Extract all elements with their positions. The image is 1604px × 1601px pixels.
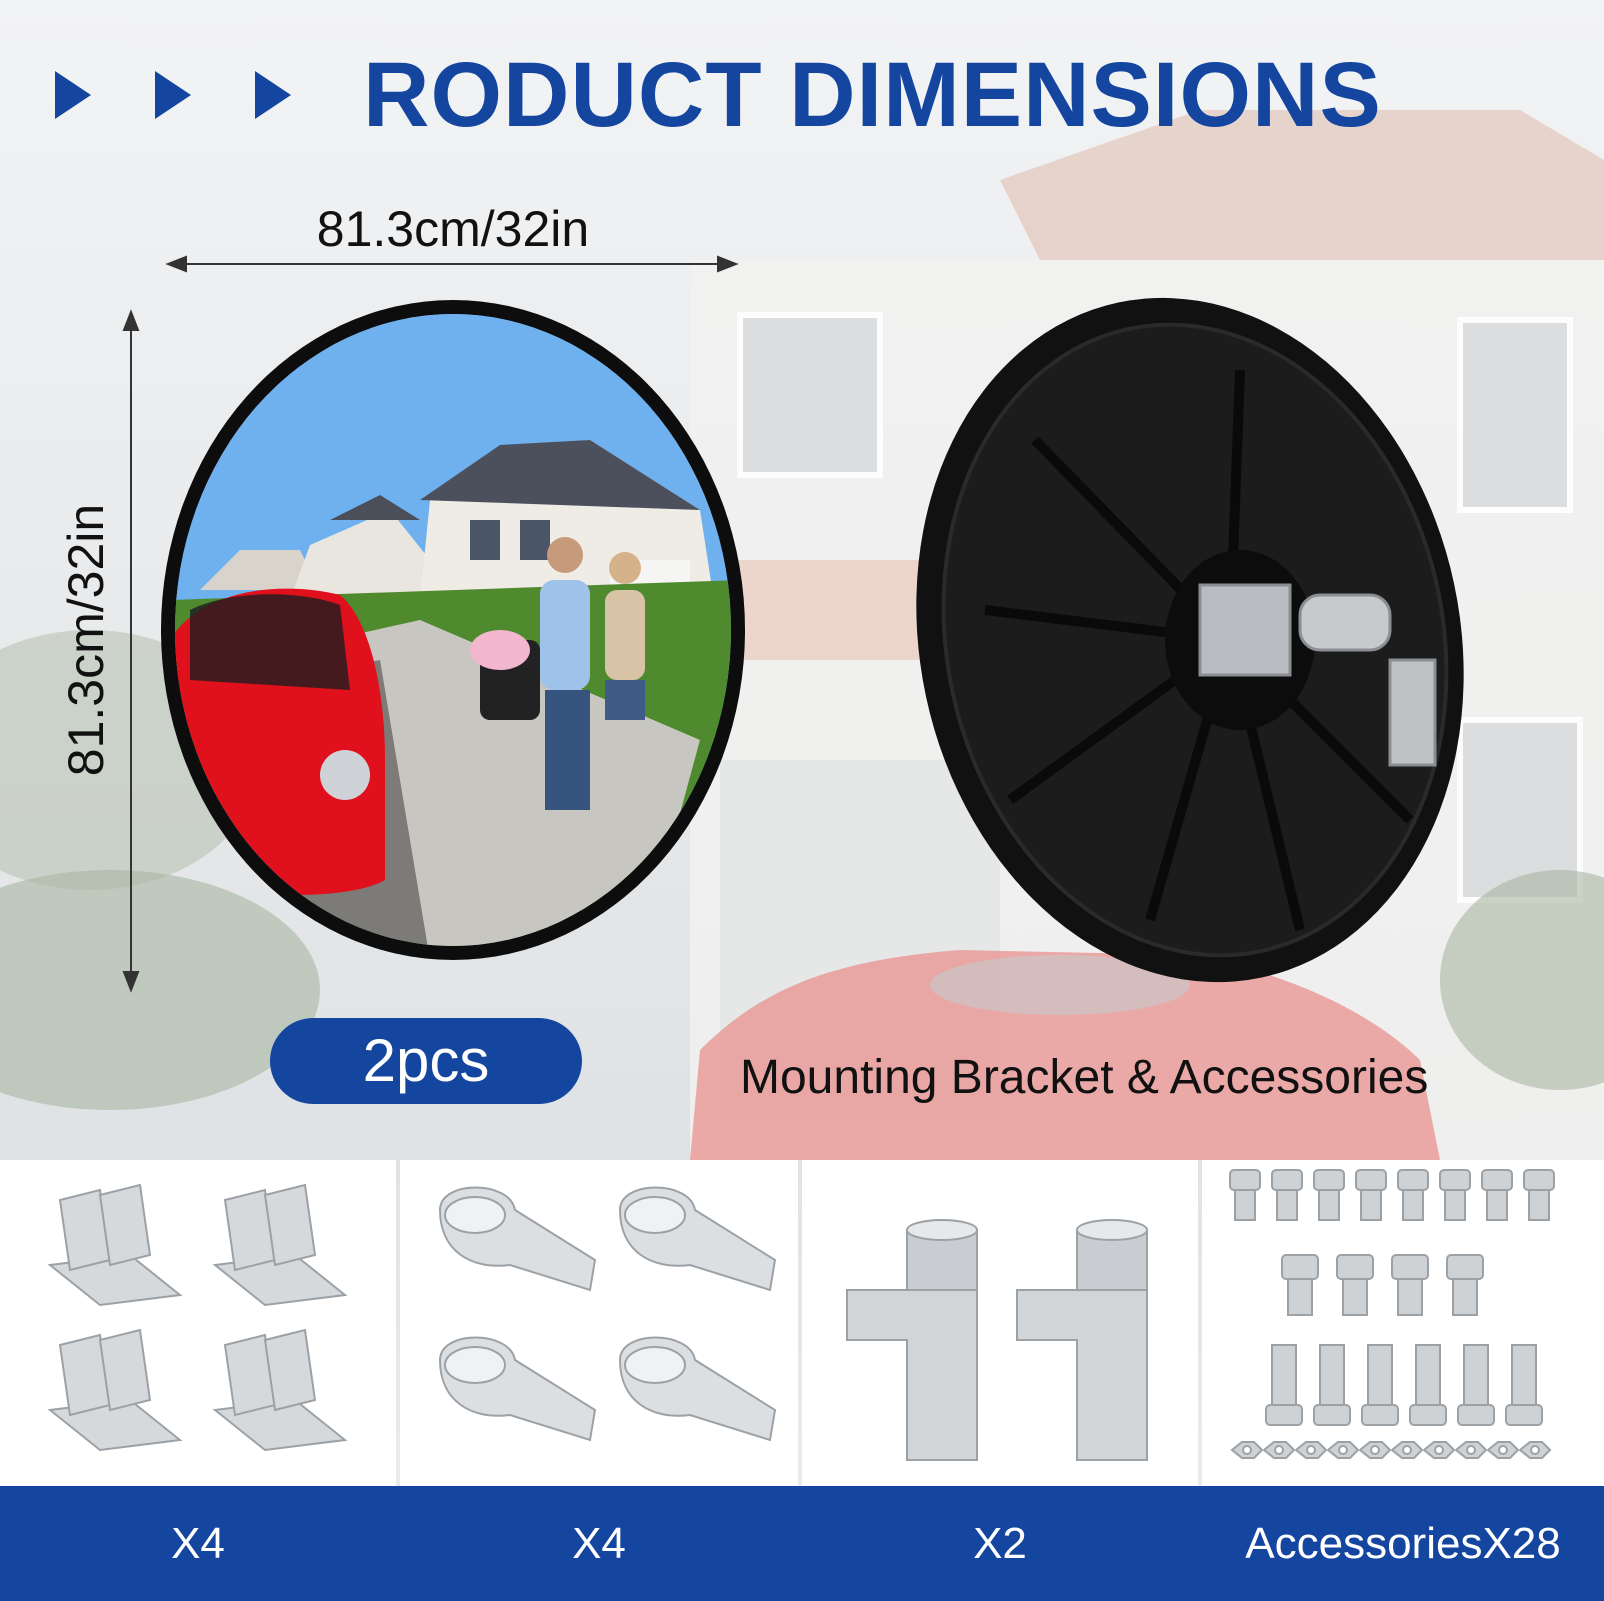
part-card (400, 1160, 798, 1486)
accessories-caption: Mounting Bracket & Accessories (740, 1051, 1429, 1104)
bolts-and-nuts-icon (1229, 1169, 1555, 1459)
width-label: 81.3cm/32in (316, 201, 590, 257)
triangle-arrow-icon (255, 71, 291, 119)
mirror-back-image (916, 297, 1464, 983)
height-label-container: 81.3cm/32in (31, 480, 141, 800)
mirror-front-image (161, 300, 745, 960)
part-quantity-label: X2 (973, 1519, 1027, 1568)
triangle-arrow-icon (155, 71, 191, 119)
house-background (0, 0, 1604, 1160)
part-card (1202, 1160, 1604, 1486)
triangle-arrow-icon (55, 71, 91, 119)
tube-mount-icon (846, 1219, 1148, 1461)
part-card (802, 1160, 1198, 1486)
pipe-clamp-icon (438, 1186, 777, 1442)
angle-bracket-icon (47, 1183, 348, 1452)
width-dimension-arrow (165, 255, 739, 273)
parts-panel: X4 X4 X2 AccessoriesX28 (0, 1160, 1604, 1601)
part-quantity-label: X4 (572, 1519, 626, 1568)
part-card (0, 1160, 396, 1486)
parts-label-band: X4 X4 X2 AccessoriesX28 (0, 1486, 1604, 1601)
page-title: RODUCT DIMENSIONS (363, 43, 1382, 146)
header: RODUCT DIMENSIONS (55, 40, 1382, 150)
height-label: 81.3cm/32in (58, 503, 114, 777)
height-dimension-arrow (122, 309, 140, 993)
part-quantity-label: X4 (171, 1519, 225, 1568)
quantity-badge: 2pcs (270, 1018, 582, 1104)
part-quantity-label: AccessoriesX28 (1245, 1519, 1561, 1568)
